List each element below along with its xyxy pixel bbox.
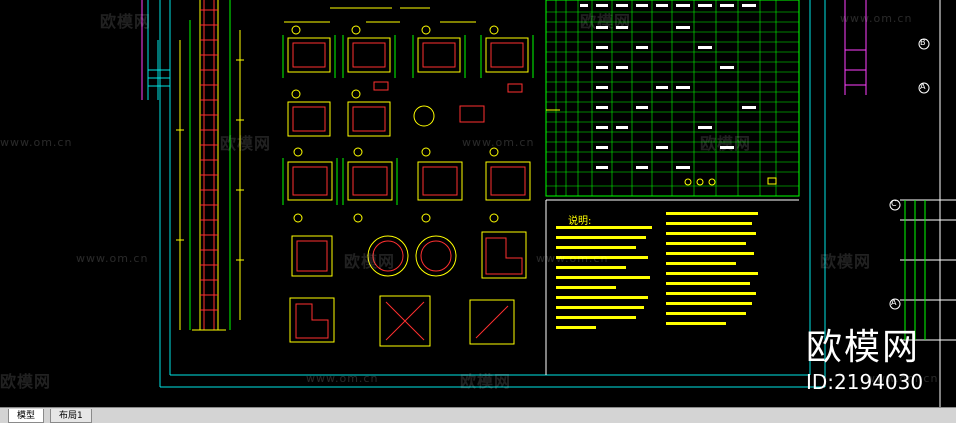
schedule-table	[545, 0, 800, 197]
cad-drawing	[141, 0, 956, 407]
column-ties	[200, 9, 218, 311]
notes-heading: 说明:	[568, 216, 592, 227]
section-details	[287, 37, 531, 347]
notes-region	[545, 199, 799, 375]
right-rebar	[904, 200, 926, 340]
detail-bubbles	[291, 25, 499, 223]
schedule-grid	[546, 0, 799, 196]
right-elevation	[900, 0, 956, 407]
schedule-cell-text	[580, 4, 756, 169]
sheet-border	[159, 0, 826, 388]
grid-label-b: B	[920, 38, 926, 47]
notes-lines	[556, 212, 758, 329]
tab-model[interactable]: 模型	[8, 409, 45, 423]
layout-tab-bar: 模型 布局1	[0, 407, 956, 423]
grid-label-a-top: A	[920, 82, 926, 91]
column-dimensions	[176, 30, 244, 330]
schedule-marks	[546, 109, 777, 186]
section-rebar	[292, 42, 526, 341]
grid-label-a-bottom: A	[891, 298, 897, 307]
grid-bubbles	[889, 38, 930, 310]
grid-label-c: C	[891, 199, 897, 208]
magenta-frame	[141, 0, 867, 100]
left-border-frame	[147, 0, 171, 100]
top-labels	[284, 7, 476, 23]
tab-layout1[interactable]: 布局1	[50, 409, 92, 423]
brand-logo-text: 欧模网	[806, 327, 921, 368]
section-hatch	[282, 35, 534, 205]
model-space-canvas[interactable]: A B C A 说明: www.om.cn www.om.cn www.om.c…	[0, 0, 956, 407]
brand-id: ID:2194030	[806, 370, 924, 394]
